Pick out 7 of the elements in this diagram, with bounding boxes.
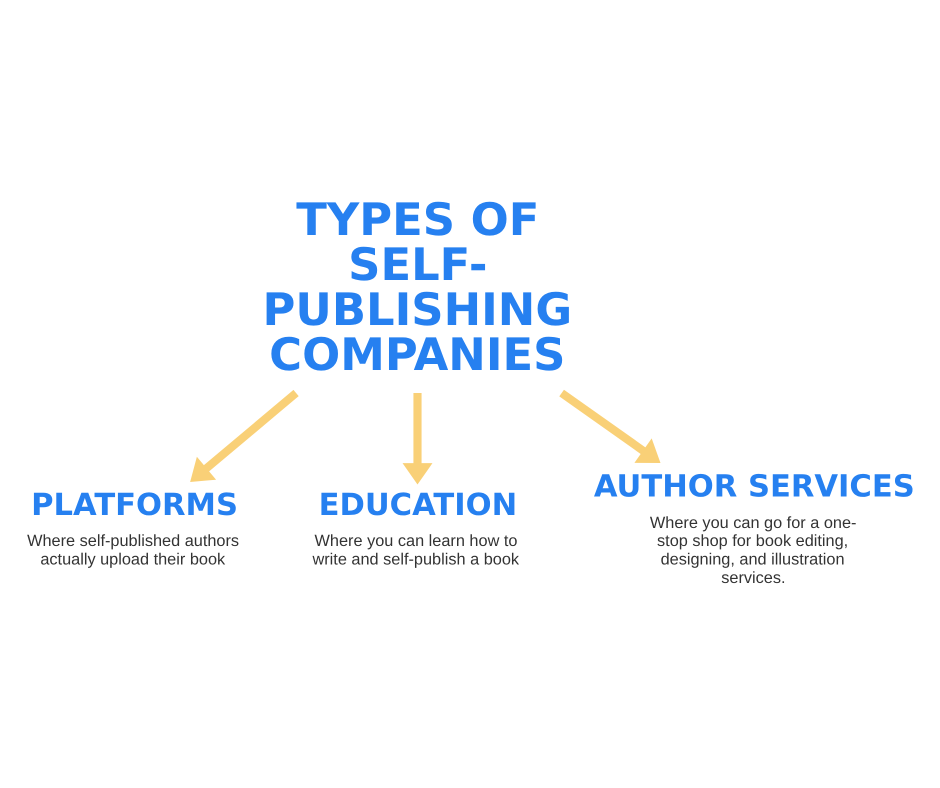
node-text: PLATFORMS Where self-published authors actually upload their book (26, 488, 239, 569)
node-text: AUTHOR SERVICES Where you can go for a one-stop shop for book editing, designing, and illustration services. (593, 469, 914, 587)
node-text: TYPES OF SELF-PUBLISHING COMPANIES (262, 193, 572, 381)
arrow (190, 390, 298, 482)
node-text: EDUCATION Where you can learn how to write and self-publish a book (312, 488, 519, 569)
arrow (558, 390, 660, 463)
arrow (402, 393, 432, 485)
